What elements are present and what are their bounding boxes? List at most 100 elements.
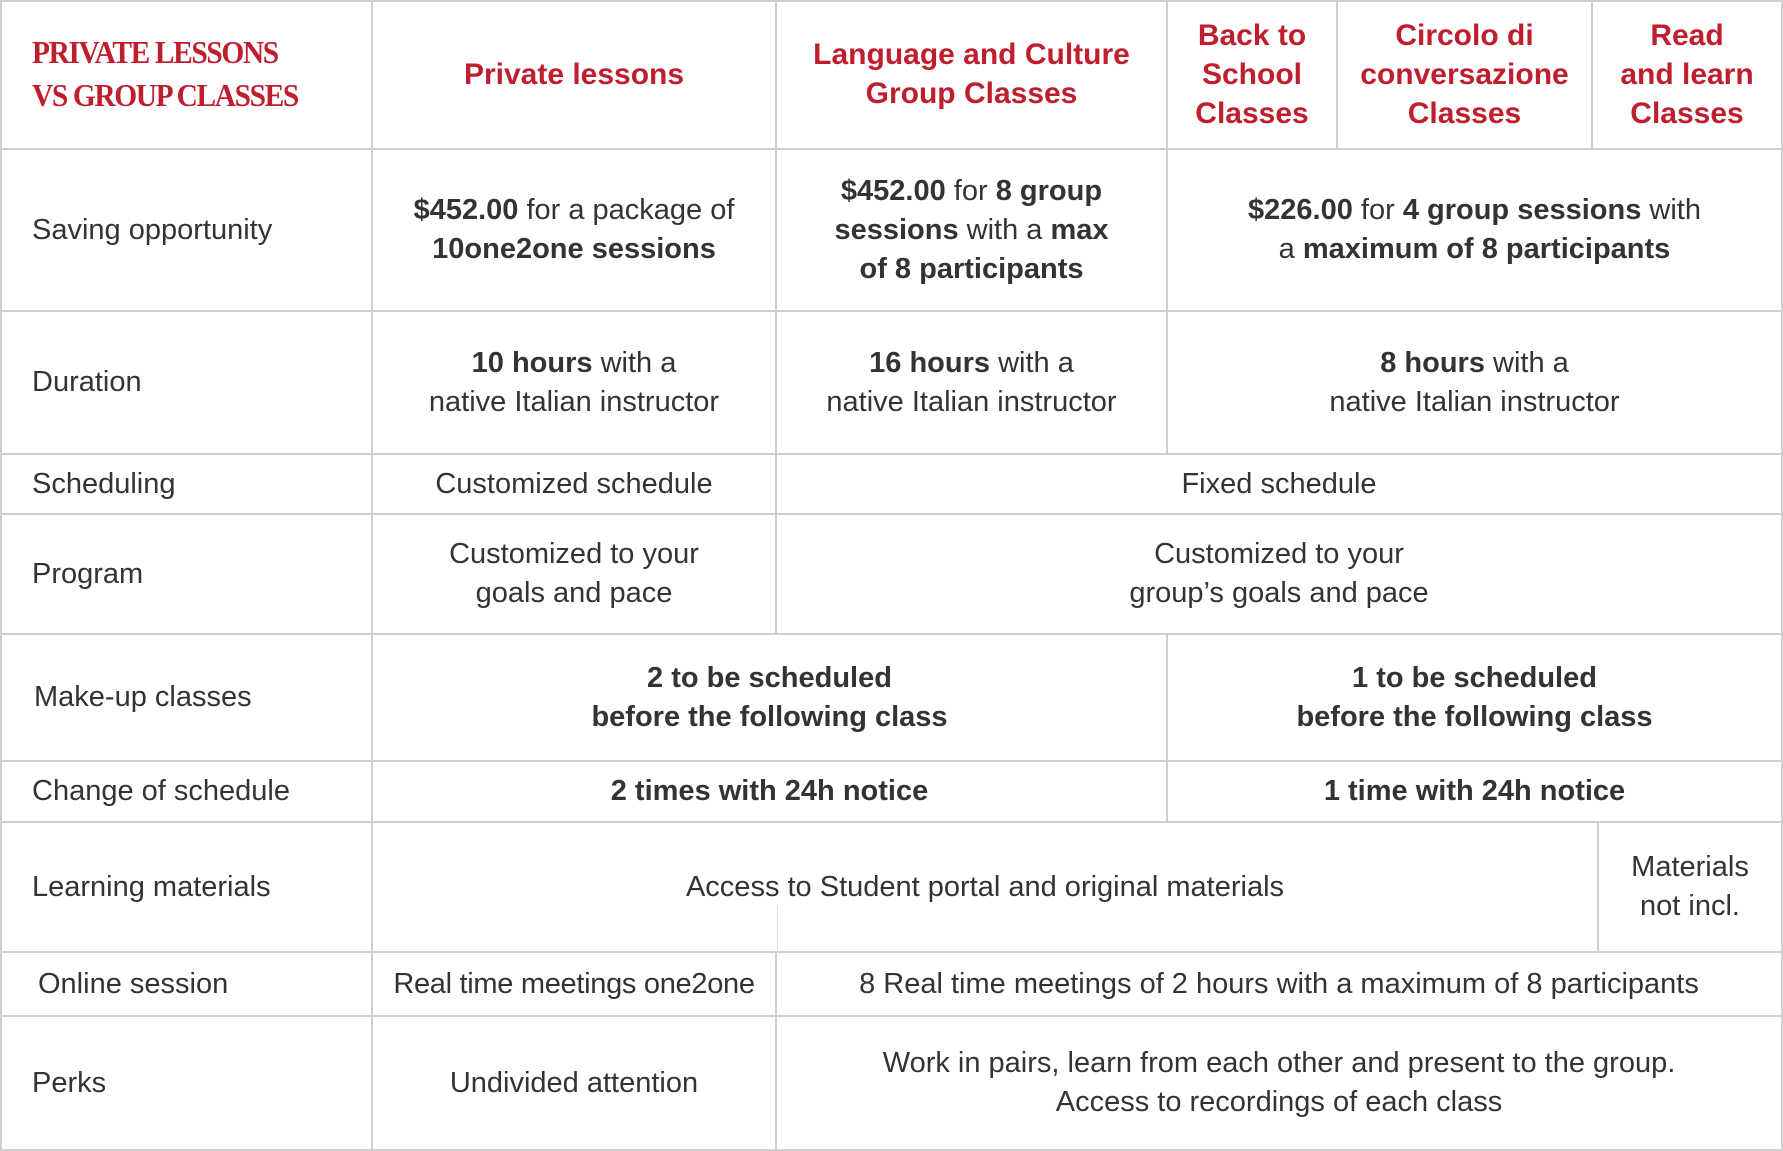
price: $452.00 [840,174,946,207]
text: Work in pairs, learn from each other and… [882,1047,1676,1079]
scheduling-private: Customized schedule [373,455,777,515]
text: 10 hours [471,346,593,379]
text: for a package of [518,194,735,226]
text: with a [592,346,677,379]
text: Customized to your [1154,538,1404,570]
makeup-private-language: 2 to be scheduled before the following c… [373,635,1168,762]
text: native Italian instructor [1329,385,1620,418]
text: not incl. [1640,890,1740,922]
text: 4 group sessions [1402,194,1642,226]
row-label: Online session [38,967,229,1000]
row-label: Program [32,557,144,590]
row-label-perks: Perks [0,1017,373,1151]
header-label: conversazione [1360,57,1569,91]
text: Undivided attention [449,1066,699,1099]
text: Real time meetings one2one [393,967,755,1000]
row-label-online: Online session [0,953,373,1017]
price: $452.00 [413,194,519,226]
text: 8 hours [1380,346,1485,379]
text: for [1352,194,1403,226]
duration-language: 16 hours with a native Italian instructo… [777,312,1168,455]
text: 8 group [995,174,1103,207]
text: Access to recordings of each class [1055,1086,1503,1118]
text: sessions [834,213,959,246]
header-label: Back to [1197,18,1307,52]
text: 2 times with 24h notice [610,775,929,807]
duration-others: 8 hours with a native Italian instructor [1168,312,1783,455]
row-label-makeup: Make-up classes [0,635,373,762]
row-label: Scheduling [32,467,176,500]
row-label: Saving opportunity [32,213,273,246]
materials-read-learn: Materials not incl. [1599,823,1783,953]
text: 16 hours [869,346,991,379]
text: native Italian instructor [428,385,720,418]
row-label: Change of schedule [32,775,290,807]
materials-main: Access to Student portal and original ma… [373,823,1599,953]
header-label: Circolo di [1395,18,1534,52]
text: with a [1484,346,1569,379]
row-label-duration: Duration [0,312,373,455]
header-read-and-learn: Read and learn Classes [1593,0,1783,150]
text: group’s goals and pace [1129,577,1429,609]
text: before the following class [591,700,948,733]
header-label: and learn [1620,57,1754,91]
perks-group: Work in pairs, learn from each other and… [777,1017,1783,1151]
text: Customized to your [449,538,699,570]
title-line-1: PRIVATE LESSONS [32,34,279,70]
text: native Italian instructor [826,385,1117,418]
text: Materials [1631,851,1749,883]
text: maximum of 8 participants [1302,233,1671,265]
text: Customized schedule [435,467,713,500]
text: 1 to be scheduled [1352,661,1597,694]
text: a [1278,233,1303,265]
header-label: Classes [1630,96,1744,130]
table-title: PRIVATE LESSONS VS GROUP CLASSES [0,0,373,150]
online-private: Real time meetings one2one [373,953,777,1017]
text: 1 time with 24h notice [1323,775,1626,807]
divider [777,905,778,953]
text: with a [958,213,1051,246]
text: of 8 participants [859,252,1084,285]
header-label: Read [1650,18,1724,52]
row-label-materials: Learning materials [0,823,373,953]
row-label-saving: Saving opportunity [0,150,373,312]
perks-private: Undivided attention [373,1017,777,1151]
header-label: Classes [1407,96,1522,130]
makeup-others: 1 to be scheduled before the following c… [1168,635,1783,762]
header-label: Classes [1195,96,1309,130]
text: Fixed schedule [1181,467,1377,500]
header-private-lessons: Private lessons [373,0,777,150]
title-line-2: VS GROUP CLASSES [32,77,299,113]
text: 2 to be scheduled [647,661,892,694]
text: max [1050,213,1109,246]
text: 8 Real time meetings of 2 hours with a m… [859,967,1699,1000]
scheduling-group: Fixed schedule [777,455,1783,515]
row-label: Duration [32,366,142,398]
program-group: Customized to your group’s goals and pac… [777,515,1783,635]
row-label: Make-up classes [34,681,252,713]
header-back-to-school: Back to School Classes [1168,0,1338,150]
row-label-scheduling: Scheduling [0,455,373,515]
text: Access to Student portal and original ma… [685,870,1285,903]
header-label: School [1201,57,1302,91]
header-label: Private lessons [463,57,685,91]
text: before the following class [1296,700,1653,733]
change-private-language: 2 times with 24h notice [373,762,1168,823]
header-label: Group Classes [865,77,1078,110]
text: goals and pace [475,577,673,609]
row-label-change: Change of schedule [0,762,373,823]
text: with [1641,194,1701,226]
text: for [945,174,996,207]
price: $226.00 [1248,194,1353,226]
saving-language: $452.00 for 8 group sessions with a max … [777,150,1168,312]
text: 10one2one sessions [432,233,716,265]
text: with a [990,346,1074,379]
duration-private: 10 hours with a native Italian instructo… [373,312,777,455]
row-label: Learning materials [32,870,271,903]
saving-others: $226.00 for 4 group sessions with a maxi… [1168,150,1783,312]
change-others: 1 time with 24h notice [1168,762,1783,823]
row-label-program: Program [0,515,373,635]
header-label: Language and Culture [813,38,1130,71]
row-label: Perks [32,1066,107,1099]
